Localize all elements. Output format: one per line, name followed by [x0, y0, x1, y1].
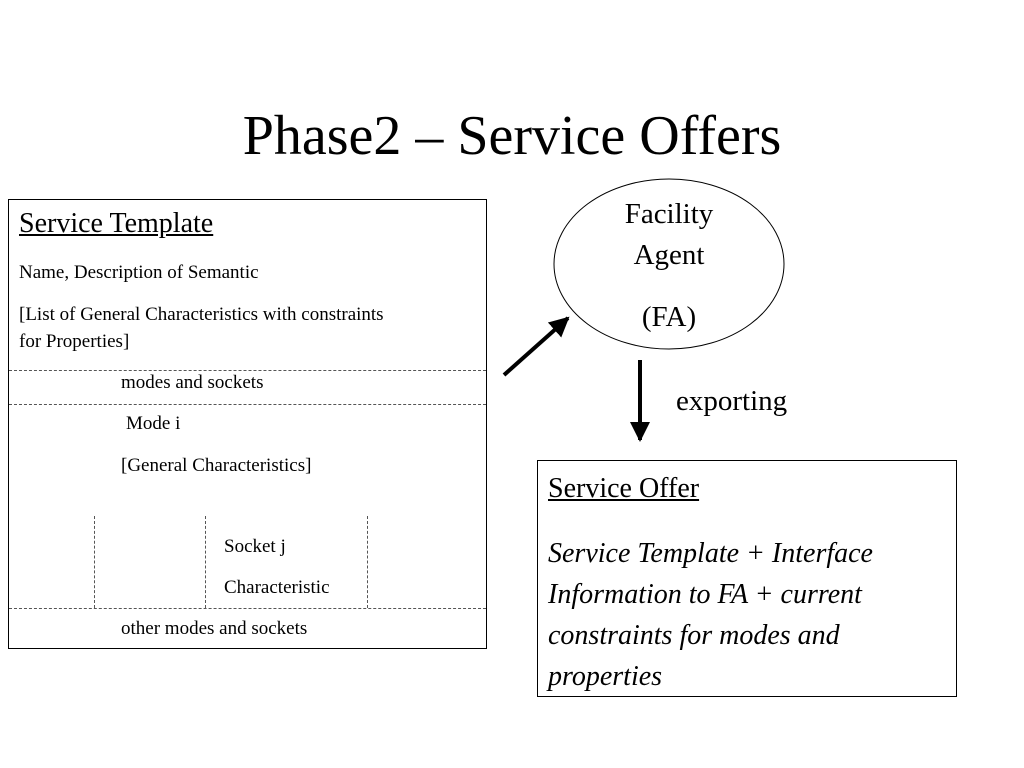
socket-divider-3	[367, 516, 368, 608]
facility-agent-line1: Facility	[624, 198, 714, 230]
service-template-heading: Service Template	[19, 208, 214, 239]
socket-divider-2	[205, 516, 206, 608]
service-offer-heading: Service Offer	[548, 473, 700, 504]
socket-characteristic-label: Characteristic	[224, 577, 330, 598]
template-to-agent-arrow	[502, 316, 570, 377]
service-template-description: Name, Description of Semantic	[19, 262, 259, 283]
exporting-label: exporting	[676, 385, 788, 417]
facility-agent-ellipse	[553, 178, 785, 350]
slide-title: Phase2 – Service Offers	[242, 105, 782, 167]
facility-agent-line2: Agent	[633, 239, 705, 271]
service-offer-body: Service Template + Interface Information…	[548, 538, 873, 692]
socket-divider-1	[94, 516, 95, 608]
mode-characteristics-label: [General Characteristics]	[121, 455, 312, 476]
mode-label: Mode i	[126, 413, 181, 434]
divider-modes-top	[9, 370, 486, 371]
modes-and-sockets-label: modes and sockets	[121, 372, 264, 393]
general-characteristics-line2: for Properties]	[19, 331, 130, 352]
general-characteristics-line1: [List of General Characteristics with co…	[19, 304, 384, 325]
service-offer-box: Service Offer Service Template + Interfa…	[537, 460, 957, 697]
divider-modes-bottom	[9, 404, 486, 405]
socket-label: Socket j	[224, 536, 286, 557]
divider-other-modes	[9, 608, 486, 609]
other-modes-label: other modes and sockets	[121, 618, 308, 639]
service-template-box: Service Template Name, Description of Se…	[8, 199, 487, 649]
facility-agent-abbrev: (FA)	[641, 301, 697, 333]
